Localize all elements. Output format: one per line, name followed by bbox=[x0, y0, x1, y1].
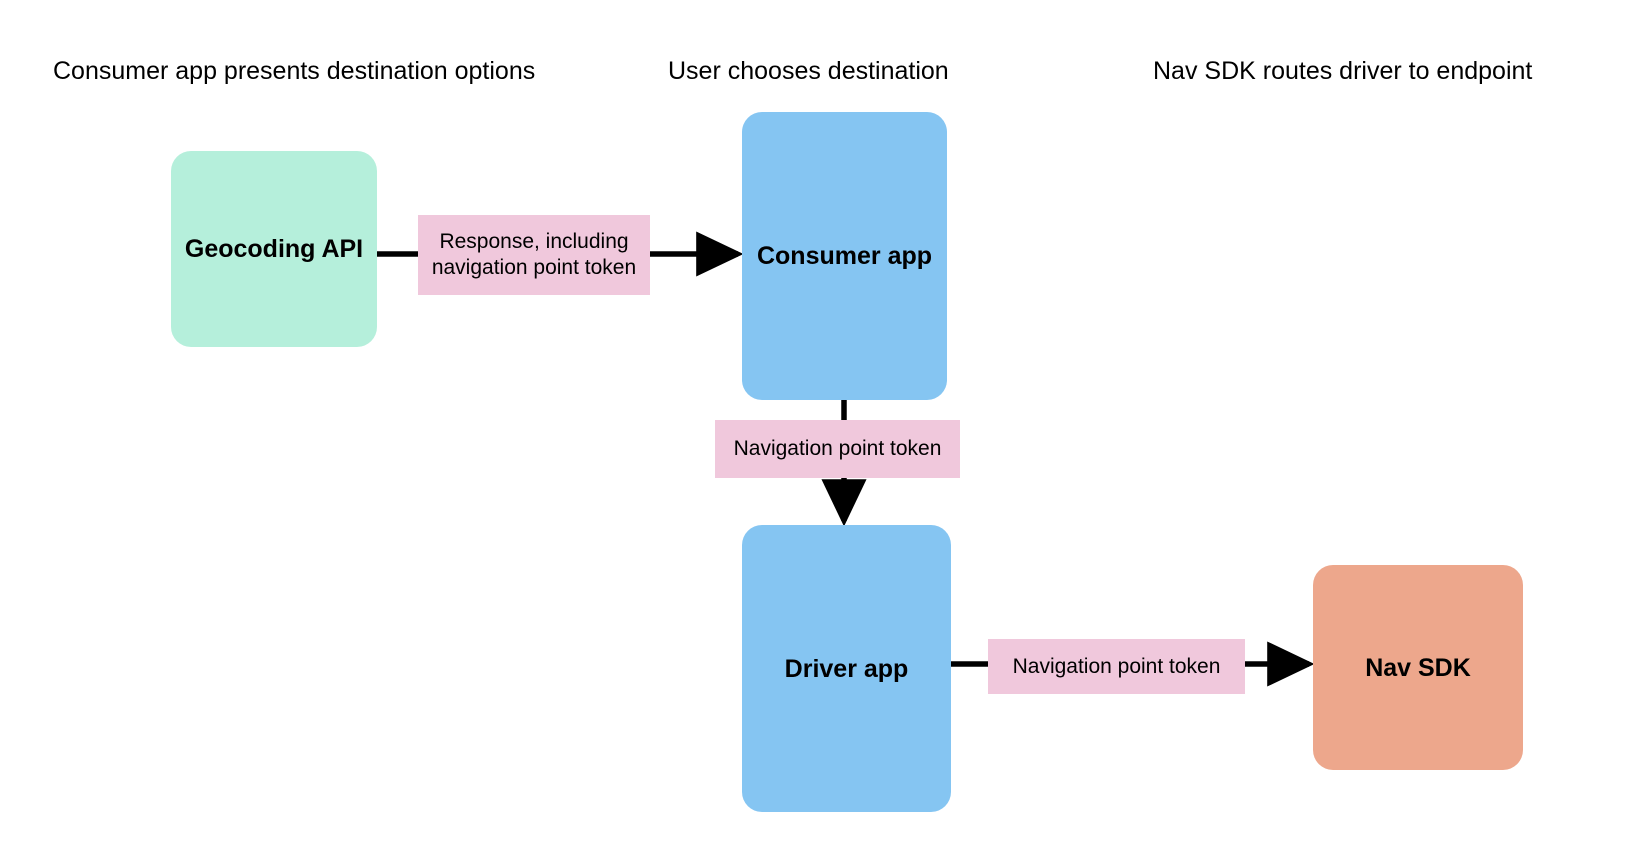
node-geocoding-api-label: Geocoding API bbox=[184, 235, 364, 263]
edge-label-navigation-point-token-horizontal: Navigation point token bbox=[988, 639, 1245, 694]
node-driver-app[interactable]: Driver app bbox=[742, 525, 951, 812]
column-header-user-chooses: User chooses destination bbox=[668, 57, 949, 85]
column-header-nav-sdk: Nav SDK routes driver to endpoint bbox=[1153, 57, 1533, 85]
edge-label-text: Response, including navigation point tok… bbox=[431, 230, 637, 279]
node-consumer-app[interactable]: Consumer app bbox=[742, 112, 947, 400]
edge-label-response-including-navigation-point-token: Response, including navigation point tok… bbox=[418, 215, 650, 295]
node-nav-sdk[interactable]: Nav SDK bbox=[1313, 565, 1523, 770]
column-header-consumer-app: Consumer app presents destination option… bbox=[53, 57, 536, 85]
edge-label-navigation-point-token-vertical: Navigation point token bbox=[715, 420, 960, 478]
node-geocoding-api[interactable]: Geocoding API bbox=[171, 151, 377, 347]
edge-label-text: Navigation point token bbox=[733, 437, 942, 460]
edge-label-text: Navigation point token bbox=[1012, 654, 1221, 678]
node-nav-sdk-label: Nav SDK bbox=[1365, 653, 1471, 682]
node-driver-app-label: Driver app bbox=[784, 654, 909, 683]
node-consumer-app-label: Consumer app bbox=[756, 242, 933, 270]
